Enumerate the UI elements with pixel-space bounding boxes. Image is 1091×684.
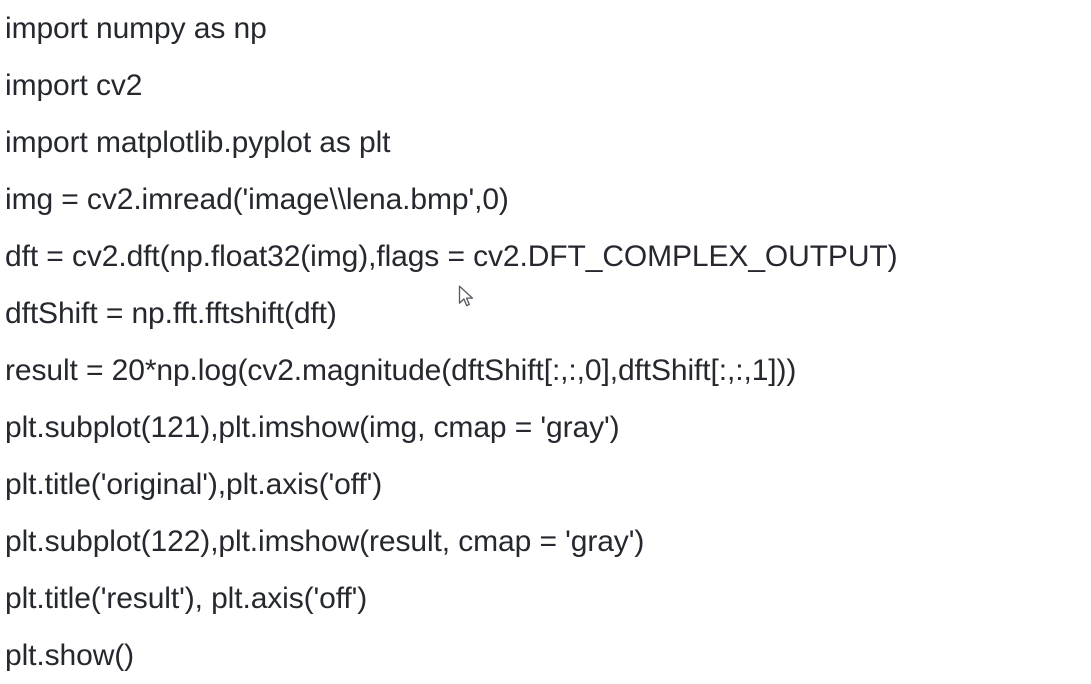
code-line: plt.title('result'), plt.axis('off') [5,582,368,615]
code-line: plt.subplot(121),plt.imshow(img, cmap = … [5,411,620,444]
code-line: import cv2 [5,69,143,102]
code-line: plt.show() [5,639,135,672]
code-line: dftShift = np.fft.fftshift(dft) [5,297,337,330]
code-line: img = cv2.imread('image\\lena.bmp',0) [5,183,509,216]
code-line: result = 20*np.log(cv2.magnitude(dftShif… [5,354,797,387]
code-line: plt.title('original'),plt.axis('off') [5,468,383,501]
code-line: import numpy as np [5,12,267,45]
code-line: plt.subplot(122),plt.imshow(result, cmap… [5,525,645,558]
code-line: import matplotlib.pyplot as plt [5,126,391,159]
code-line: dft = cv2.dft(np.float32(img),flags = cv… [5,240,898,273]
